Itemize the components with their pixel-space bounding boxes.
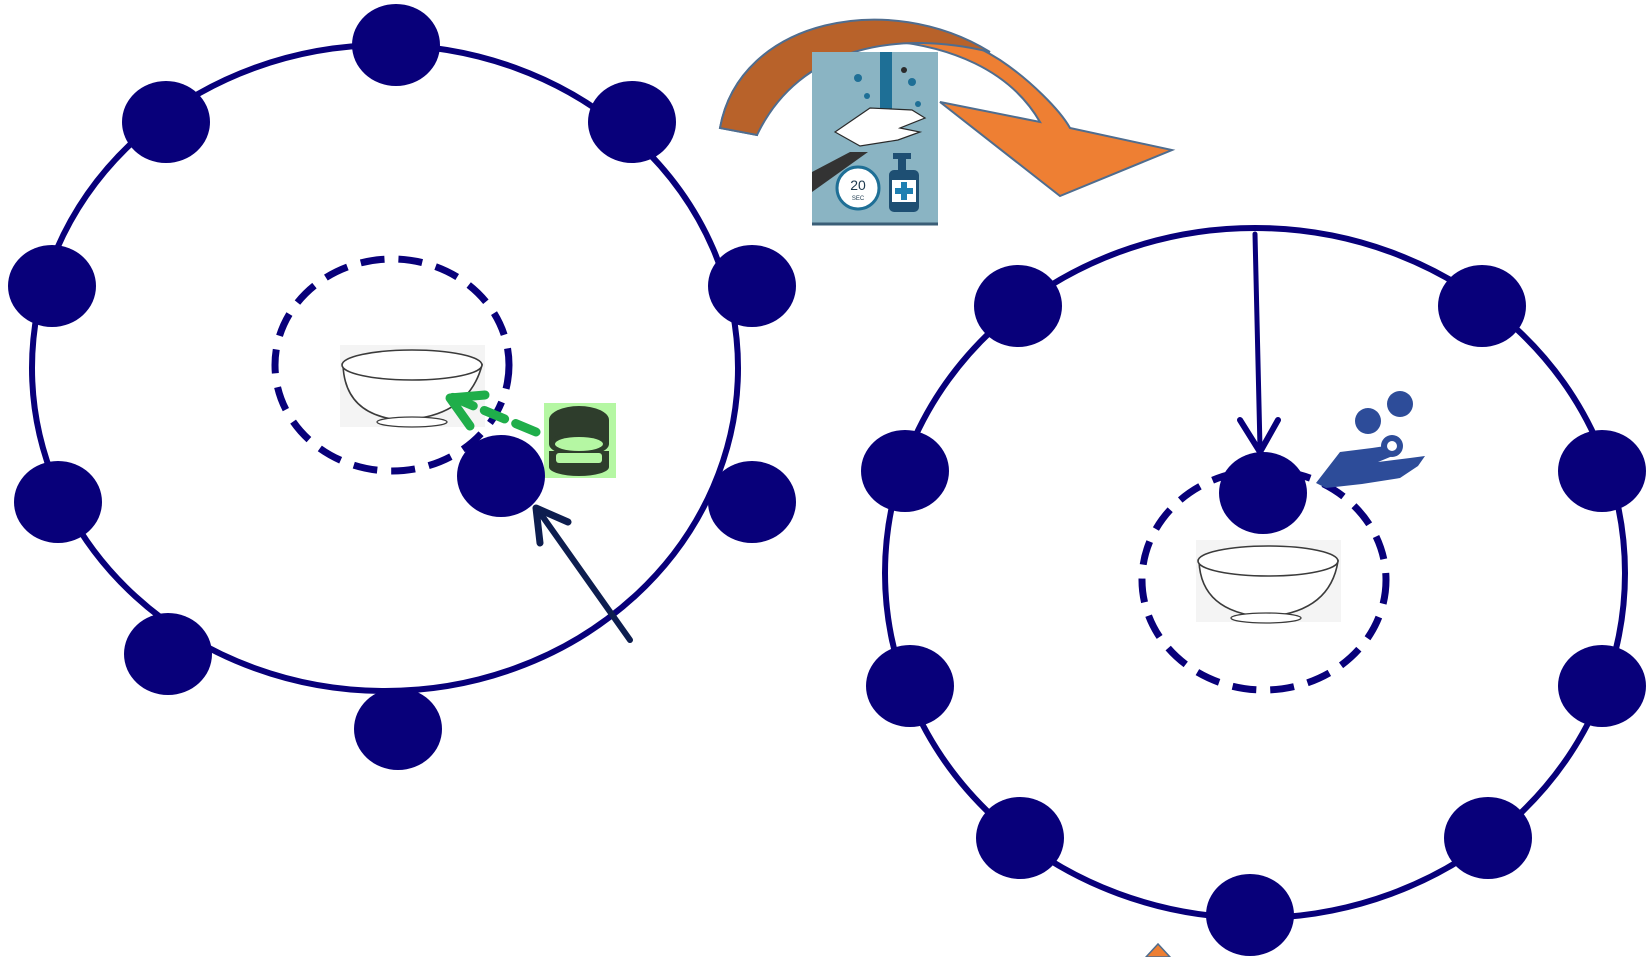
left-node-2	[588, 81, 676, 163]
right-node-7	[976, 797, 1064, 879]
container-stack-icon	[544, 403, 616, 478]
right-panel	[861, 225, 1646, 957]
transition-group: 20 SEC	[718, 18, 1176, 226]
green-dashed-arrow	[445, 390, 541, 437]
right-node-8	[1444, 797, 1532, 879]
timer-number: 20	[850, 177, 866, 193]
left-node-9	[122, 81, 210, 163]
right-node-5	[866, 645, 954, 727]
left-dashed-circle	[271, 255, 513, 475]
right-node-9	[1206, 874, 1294, 956]
left-node-6	[124, 613, 212, 695]
left-node-5	[354, 688, 442, 770]
left-panel	[8, 4, 796, 770]
left-node-3	[708, 245, 796, 327]
timer-icon	[835, 165, 881, 211]
curved-transition-arrow-shade	[718, 18, 991, 137]
right-inner-node	[1219, 452, 1307, 534]
left-node-7	[14, 461, 102, 543]
right-bowl-icon	[1196, 540, 1341, 624]
right-node-3	[861, 430, 949, 512]
right-node-4	[1558, 430, 1646, 512]
dark-arrow-to-inner-node	[532, 504, 633, 643]
left-node-4	[708, 461, 796, 543]
right-node-6	[1558, 645, 1646, 727]
handwashing-instruction-icon: 20 SEC	[812, 52, 938, 226]
left-node-8	[8, 245, 96, 327]
left-inner-node	[457, 435, 545, 517]
partial-orange-arrow-tip	[1144, 942, 1172, 957]
right-node-1	[974, 265, 1062, 347]
left-node-1	[352, 4, 440, 86]
right-node-2	[1438, 265, 1526, 347]
timer-unit: SEC	[852, 196, 865, 202]
dark-arrow-down	[1237, 231, 1281, 455]
hand-washing-bubbles-icon	[1316, 391, 1425, 488]
sanitizer-bottle-icon	[889, 153, 919, 212]
